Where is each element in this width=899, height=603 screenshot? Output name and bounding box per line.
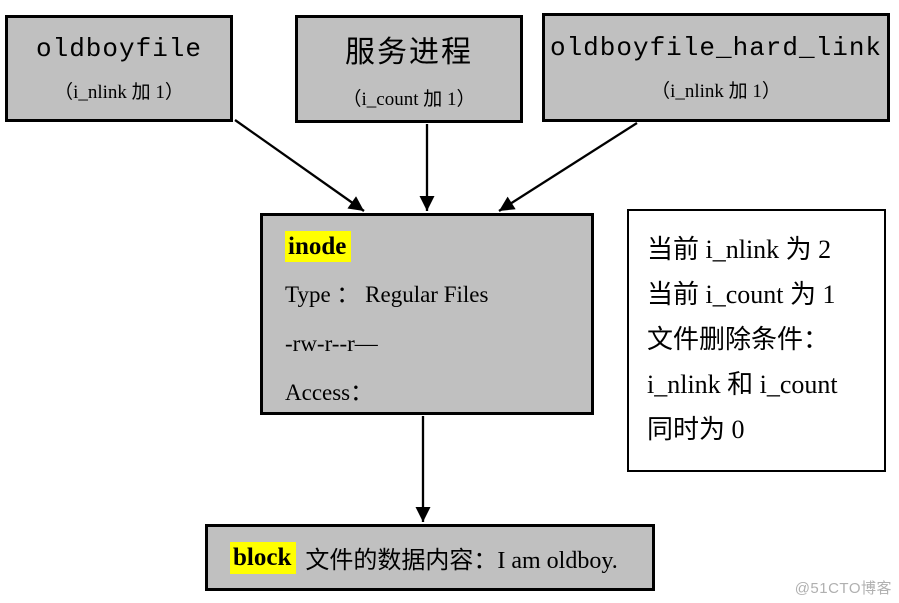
note-line-fields: i_nlink 和 i_count [647,370,838,399]
note-box: 当前 i_nlink 为 2 当前 i_count 为 1 文件删除条件： i_… [627,209,886,472]
block-content-text: 文件的数据内容：I am oldboy. [305,548,618,574]
inode-access-line: Access： [285,380,374,405]
box-hardlink: oldboyfile_hard_link （i_nlink 加 1） [542,13,890,122]
inode-permissions-line: -rw-r--r— [285,331,378,356]
box-hardlink-title: oldboyfile_hard_link [549,32,883,63]
box-oldboyfile-title: oldboyfile [35,33,203,64]
note-line-zero: 同时为 0 [647,415,745,444]
box-inode: inode Type ： Regular Files -rw-r--r— Acc… [260,213,594,415]
box-hardlink-subtitle: （i_nlink 加 1） [651,80,781,102]
block-label: block [230,541,297,574]
box-service-process-title: 服务进程 [345,36,473,69]
box-service-process-subtitle: （i_count 加 1） [342,89,476,110]
box-block: block 文件的数据内容：I am oldboy. [205,524,655,591]
box-oldboyfile: oldboyfile （i_nlink 加 1） [5,15,233,122]
arrow-hardlink-to-inode [498,122,638,212]
note-line-nlink: 当前 i_nlink 为 2 [647,235,832,264]
inode-type-line: Type ： Regular Files [285,282,489,307]
note-line-condition: 文件删除条件： [647,325,830,354]
box-service-process: 服务进程 （i_count 加 1） [295,15,523,123]
box-oldboyfile-subtitle: （i_nlink 加 1） [54,81,184,103]
note-line-count: 当前 i_count 为 1 [647,280,836,309]
inode-label-row: inode [285,224,591,270]
inode-label: inode [285,231,352,262]
watermark-51cto: @51CTO博客 [794,580,892,597]
arrow-oldboyfile-to-inode [234,119,365,212]
